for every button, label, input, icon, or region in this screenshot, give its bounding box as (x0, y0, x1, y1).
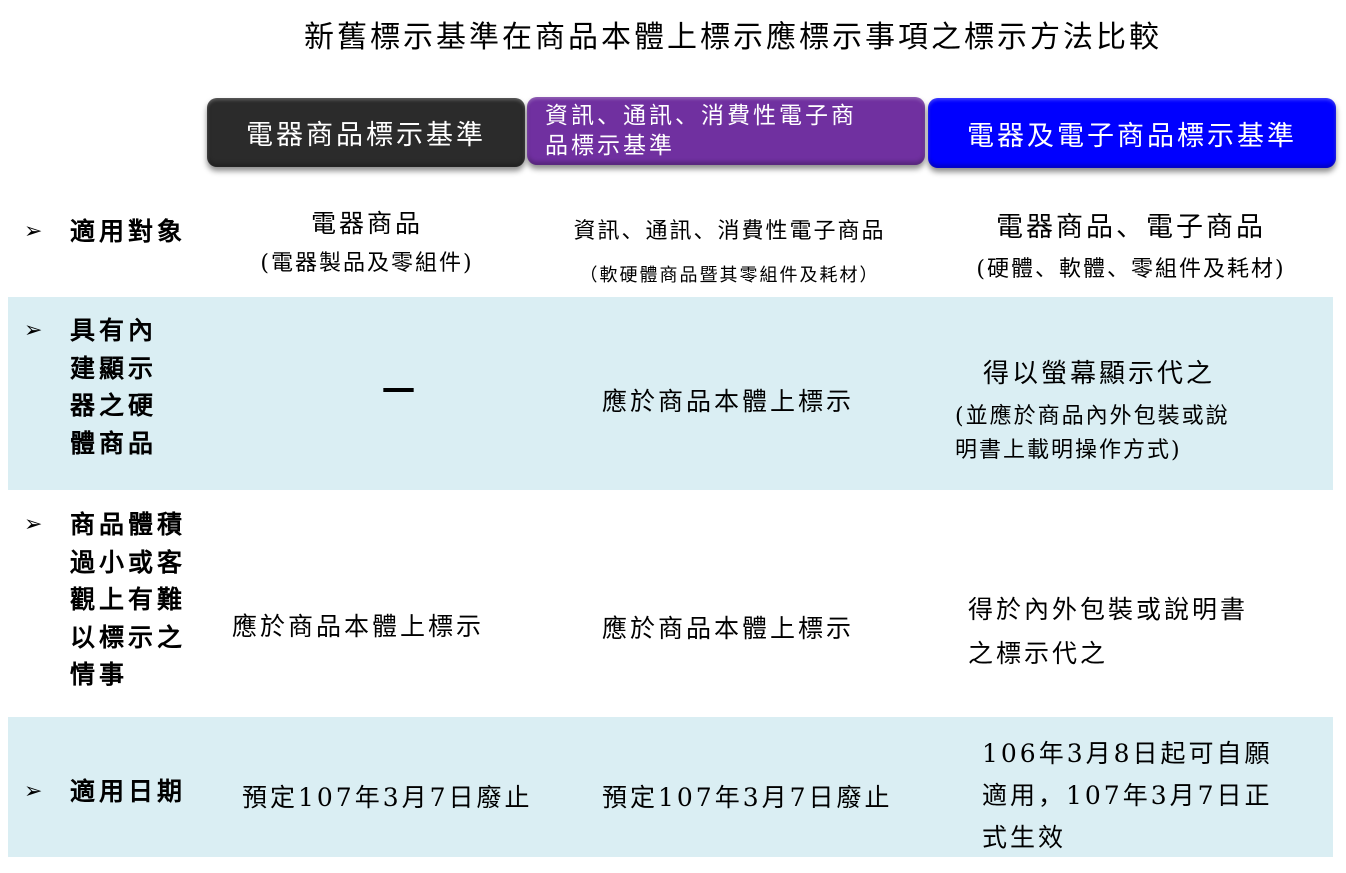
cell-date-ict: 預定107年3月7日廢止 (602, 783, 893, 812)
cell-small-volume-ict: 應於商品本體上標示 (602, 614, 855, 643)
bullet-arrow-icon: ➢ (24, 779, 47, 804)
column-header-ict-standard: 資訊、通訊、消費性電子商 品標示基準 (527, 97, 925, 165)
row-label-builtin-display: ➢ 具有內 建顯示 器之硬 體商品 (24, 312, 210, 462)
cell-small-volume-electrical: 應於商品本體上標示 (232, 612, 485, 641)
column-header-label-line2: 品標示基準 (545, 133, 675, 159)
cell-date-electrical: 預定107年3月7日廢止 (242, 783, 533, 812)
page-title: 新舊標示基準在商品本體上標示應標示事項之標示方法比較 (304, 20, 1162, 55)
row-label-applicable-scope: ➢ 適用對象 (24, 213, 210, 251)
column-header-label: 電器及電子商品標示基準 (967, 120, 1297, 152)
bullet-arrow-icon: ➢ (24, 318, 47, 343)
cell-scope-ict: 資訊、通訊、消費性電子商品 （軟硬體商品暨其零組件及耗材） (573, 219, 886, 286)
row-band-builtin-display (8, 297, 1333, 490)
cell-builtin-electrical-dash: — (381, 368, 419, 408)
cell-date-new: 106年3月8日起可自願 適用，107年3月7日正 式生效 (982, 739, 1273, 852)
cell-scope-new: 電器商品、電子商品 (硬體、軟體、零組件及耗材) (976, 212, 1286, 282)
column-header-new-standard: 電器及電子商品標示基準 (928, 98, 1336, 168)
cell-builtin-ict: 應於商品本體上標示 (602, 387, 855, 416)
row-label-effective-date: ➢ 適用日期 (24, 773, 210, 811)
column-header-electrical-standard: 電器商品標示基準 (207, 98, 525, 167)
column-header-label-line1: 資訊、通訊、消費性電子商 (545, 103, 857, 129)
column-header-label: 電器商品標示基準 (246, 120, 486, 151)
bullet-arrow-icon: ➢ (24, 512, 47, 537)
cell-small-volume-new: 得於內外包裝或說明書 之標示代之 (968, 595, 1249, 668)
row-band-effective-date (8, 717, 1333, 857)
bullet-arrow-icon: ➢ (24, 219, 47, 244)
cell-builtin-new: 得以螢幕顯示代之 (並應於商品內外包裝或說 明書上載明操作方式) (955, 359, 1230, 463)
cell-scope-electrical: 電器商品 (電器製品及零組件) (260, 209, 474, 276)
row-label-small-volume: ➢ 商品體積 過小或客 觀上有難 以標示之 情事 (24, 506, 210, 694)
